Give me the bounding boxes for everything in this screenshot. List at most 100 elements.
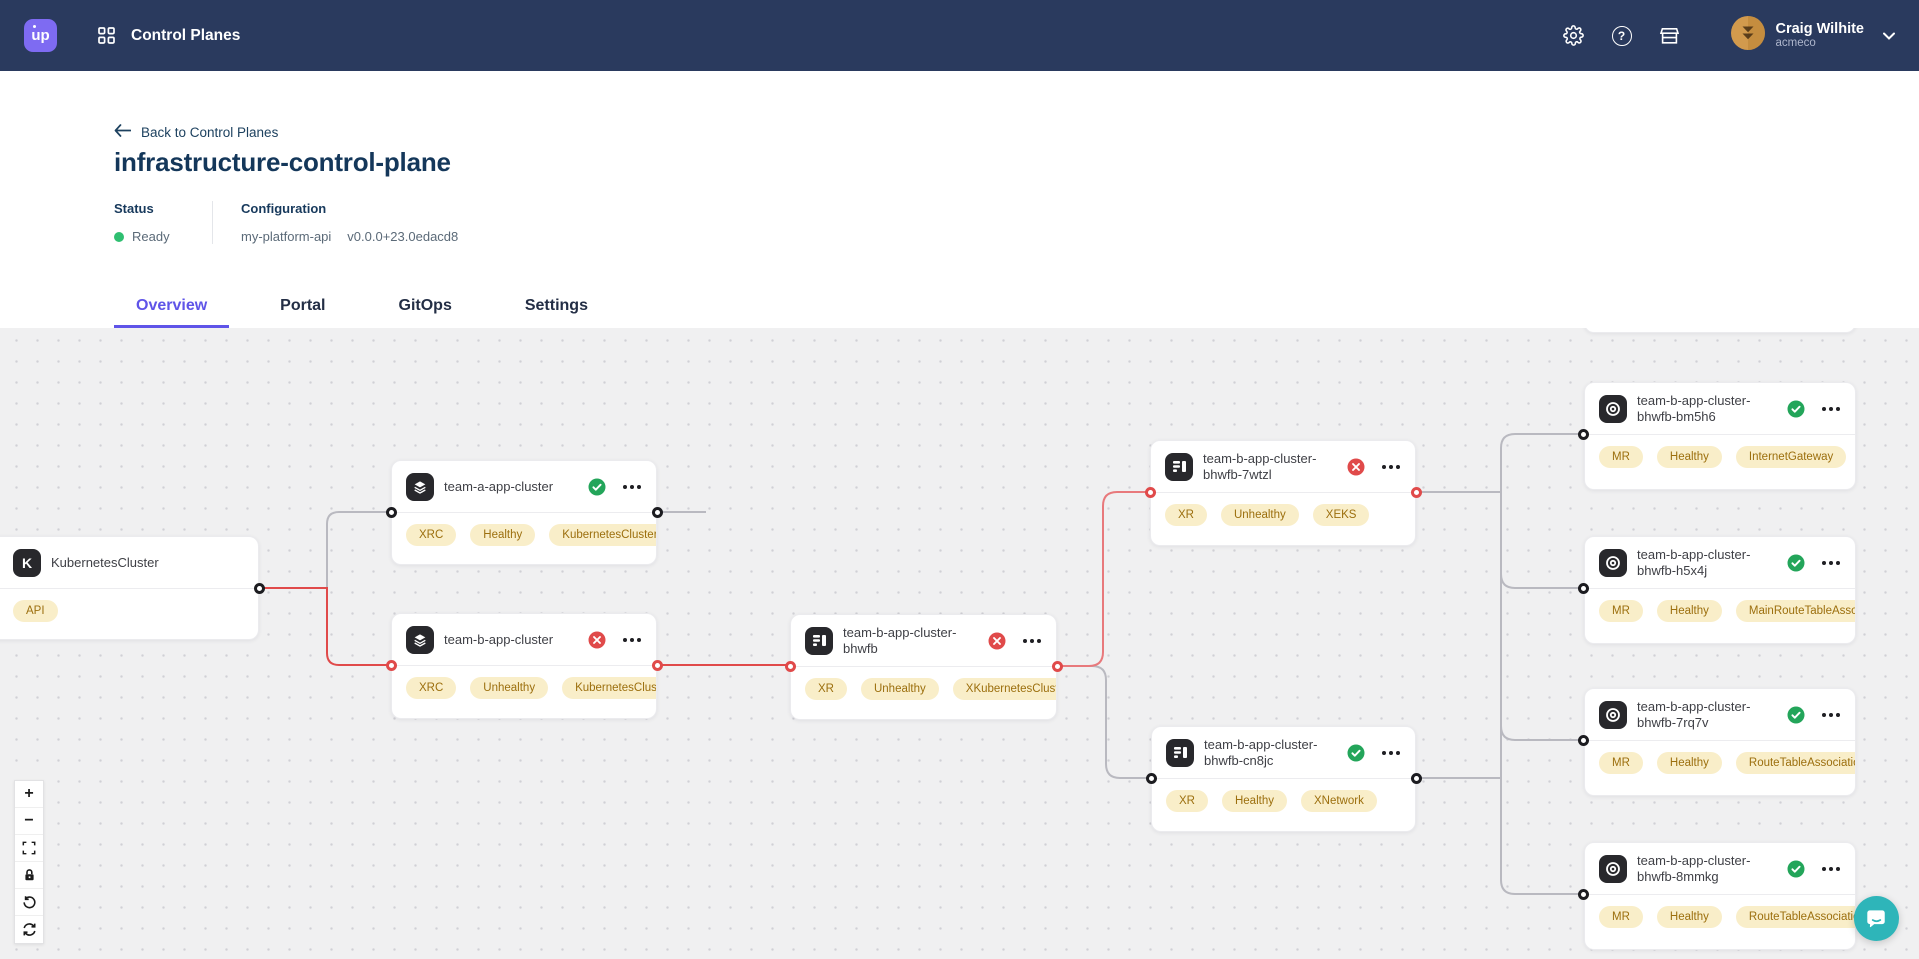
composite-icon [1166, 738, 1194, 767]
user-name: Craig Wilhite [1775, 20, 1865, 37]
marketplace-store-icon[interactable] [1657, 23, 1683, 49]
node-kubernetescluster[interactable]: K KubernetesCluster API [0, 536, 259, 640]
healthy-status-icon [1347, 744, 1365, 762]
port[interactable] [1145, 772, 1157, 784]
rotate-ccw-button[interactable] [15, 889, 43, 916]
port[interactable] [253, 582, 265, 594]
user-menu[interactable]: Craig Wilhite acmeco [1730, 16, 1895, 55]
badge: Healthy [1656, 446, 1722, 468]
port[interactable] [1577, 582, 1589, 594]
port[interactable] [1577, 734, 1589, 746]
node-label: team-b-app-cluster-bhwfb-7wtzl [1203, 450, 1317, 482]
node-menu-button[interactable] [622, 637, 642, 643]
port[interactable] [784, 660, 796, 672]
badge: MR [1599, 906, 1643, 928]
node-team-b-app-cluster-bhwfb-bm5h6[interactable]: team-b-app-cluster-bhwfb-bm5h6 MR Health… [1584, 382, 1856, 490]
badge: Healthy [1656, 906, 1722, 928]
node-menu-button[interactable] [622, 484, 642, 490]
node-menu-button[interactable] [1821, 560, 1841, 566]
node-team-b-app-cluster-bhwfb-cn8jc[interactable]: team-b-app-cluster-bhwfb-cn8jc XR Health… [1151, 726, 1416, 832]
port[interactable] [1144, 486, 1156, 498]
help-icon[interactable]: ? [1609, 23, 1635, 49]
status-value: Ready [114, 229, 190, 244]
settings-gear-icon[interactable] [1561, 23, 1587, 49]
node-menu-button[interactable] [1022, 638, 1042, 644]
page-header: Back to Control Planes infrastructure-co… [0, 71, 1919, 328]
node-team-a-app-cluster[interactable]: team-a-app-cluster XRC Healthy Kubernete… [391, 460, 657, 565]
node-label: team-b-app-cluster-bhwfb-h5x4j [1637, 546, 1751, 578]
node-menu-button[interactable] [1821, 712, 1841, 718]
configuration-label: Configuration [241, 201, 327, 216]
managed-icon [1599, 548, 1627, 577]
user-org: acmeco [1775, 37, 1816, 50]
badge: XNetwork [1300, 790, 1377, 812]
top-navbar: up Control Planes ? [0, 0, 1919, 71]
healthy-status-icon [1787, 706, 1805, 724]
badge: RouteTableAssociation [1735, 752, 1855, 774]
lock-button[interactable] [15, 862, 43, 889]
badge: XEKS [1312, 504, 1370, 526]
node-team-b-app-cluster-bhwfb-7rq7v[interactable]: team-b-app-cluster-bhwfb-7rq7v MR Health… [1584, 688, 1856, 796]
node-menu-button[interactable] [1821, 406, 1841, 412]
port[interactable] [1410, 486, 1422, 498]
node-team-b-app-cluster-bhwfb-h5x4j[interactable]: team-b-app-cluster-bhwfb-h5x4j MR Health… [1584, 536, 1856, 644]
tab-settings[interactable]: Settings [524, 297, 588, 314]
upbound-logo[interactable]: up [24, 19, 57, 52]
badge: XRC [406, 524, 457, 546]
badge: XR [1165, 504, 1207, 526]
badge: MR [1599, 446, 1643, 468]
badge: Healthy [470, 524, 536, 546]
node-menu-button[interactable] [1381, 750, 1401, 756]
node-team-b-app-cluster[interactable]: team-b-app-cluster XRC Unhealthy Kuberne… [391, 613, 657, 719]
tab-bar: Overview Portal GitOps Settings [114, 287, 639, 328]
port[interactable] [385, 659, 397, 671]
node-team-b-app-cluster-bhwfb-8mmkg[interactable]: team-b-app-cluster-bhwfb-8mmkg MR Health… [1584, 842, 1856, 950]
status-label: Status [114, 201, 154, 216]
node-menu-button[interactable] [1821, 866, 1841, 872]
node-label: team-b-app-cluster-bhwfb-7rq7v [1637, 698, 1751, 730]
unhealthy-status-icon [988, 632, 1006, 650]
port[interactable] [651, 659, 663, 671]
node-menu-button[interactable] [1381, 464, 1401, 470]
port[interactable] [1577, 428, 1589, 440]
tab-overview[interactable]: Overview [114, 287, 230, 328]
badge: MR [1599, 600, 1643, 622]
tab-gitops[interactable]: GitOps [398, 297, 452, 314]
port[interactable] [1051, 660, 1063, 672]
claim-icon [406, 472, 434, 501]
tab-portal[interactable]: Portal [280, 297, 326, 314]
canvas-controls: + − [14, 780, 44, 944]
node-team-b-app-cluster-bhwfb-7wtzl[interactable]: team-b-app-cluster-bhwfb-7wtzl XR Unheal… [1150, 440, 1416, 546]
back-label: Back to Control Planes [141, 124, 279, 140]
node-label: team-b-app-cluster-bhwfb-bm5h6 [1637, 392, 1751, 424]
port[interactable] [385, 506, 397, 518]
composite-icon [805, 626, 833, 655]
chevron-down-icon[interactable] [1883, 27, 1895, 45]
back-link[interactable]: Back to Control Planes [114, 124, 278, 140]
node-partially-visible[interactable] [1584, 328, 1856, 333]
unhealthy-status-icon [588, 631, 606, 649]
healthy-status-icon [1787, 860, 1805, 878]
fit-view-button[interactable] [15, 835, 43, 862]
resource-graph-canvas[interactable]: K KubernetesCluster API team-a-app-clust… [0, 328, 1919, 959]
zoom-out-button[interactable]: − [15, 808, 43, 835]
chat-bubble-icon [1867, 910, 1885, 928]
divider [212, 201, 213, 244]
chat-launcher-button[interactable] [1854, 896, 1899, 941]
badge: RouteTableAssociation [1735, 906, 1855, 928]
unhealthy-status-icon [1347, 458, 1365, 476]
graph-edges [259, 433, 1583, 895]
badge: InternetGateway [1735, 446, 1847, 468]
reload-button[interactable] [15, 916, 43, 943]
port[interactable] [651, 506, 663, 518]
node-label: team-b-app-cluster-bhwfb-cn8jc [1204, 736, 1318, 768]
node-label: team-b-app-cluster [444, 631, 554, 647]
node-team-b-app-cluster-bhwfb[interactable]: team-b-app-cluster-bhwfb XR Unhealthy XK… [790, 614, 1057, 720]
badge: KubernetesCluster [549, 524, 656, 546]
port[interactable] [1410, 772, 1422, 784]
badge: XR [1166, 790, 1208, 812]
node-label: team-a-app-cluster [444, 478, 554, 494]
port[interactable] [1577, 888, 1589, 900]
zoom-in-button[interactable]: + [15, 781, 43, 808]
app-switcher-grid-icon[interactable] [93, 23, 119, 49]
